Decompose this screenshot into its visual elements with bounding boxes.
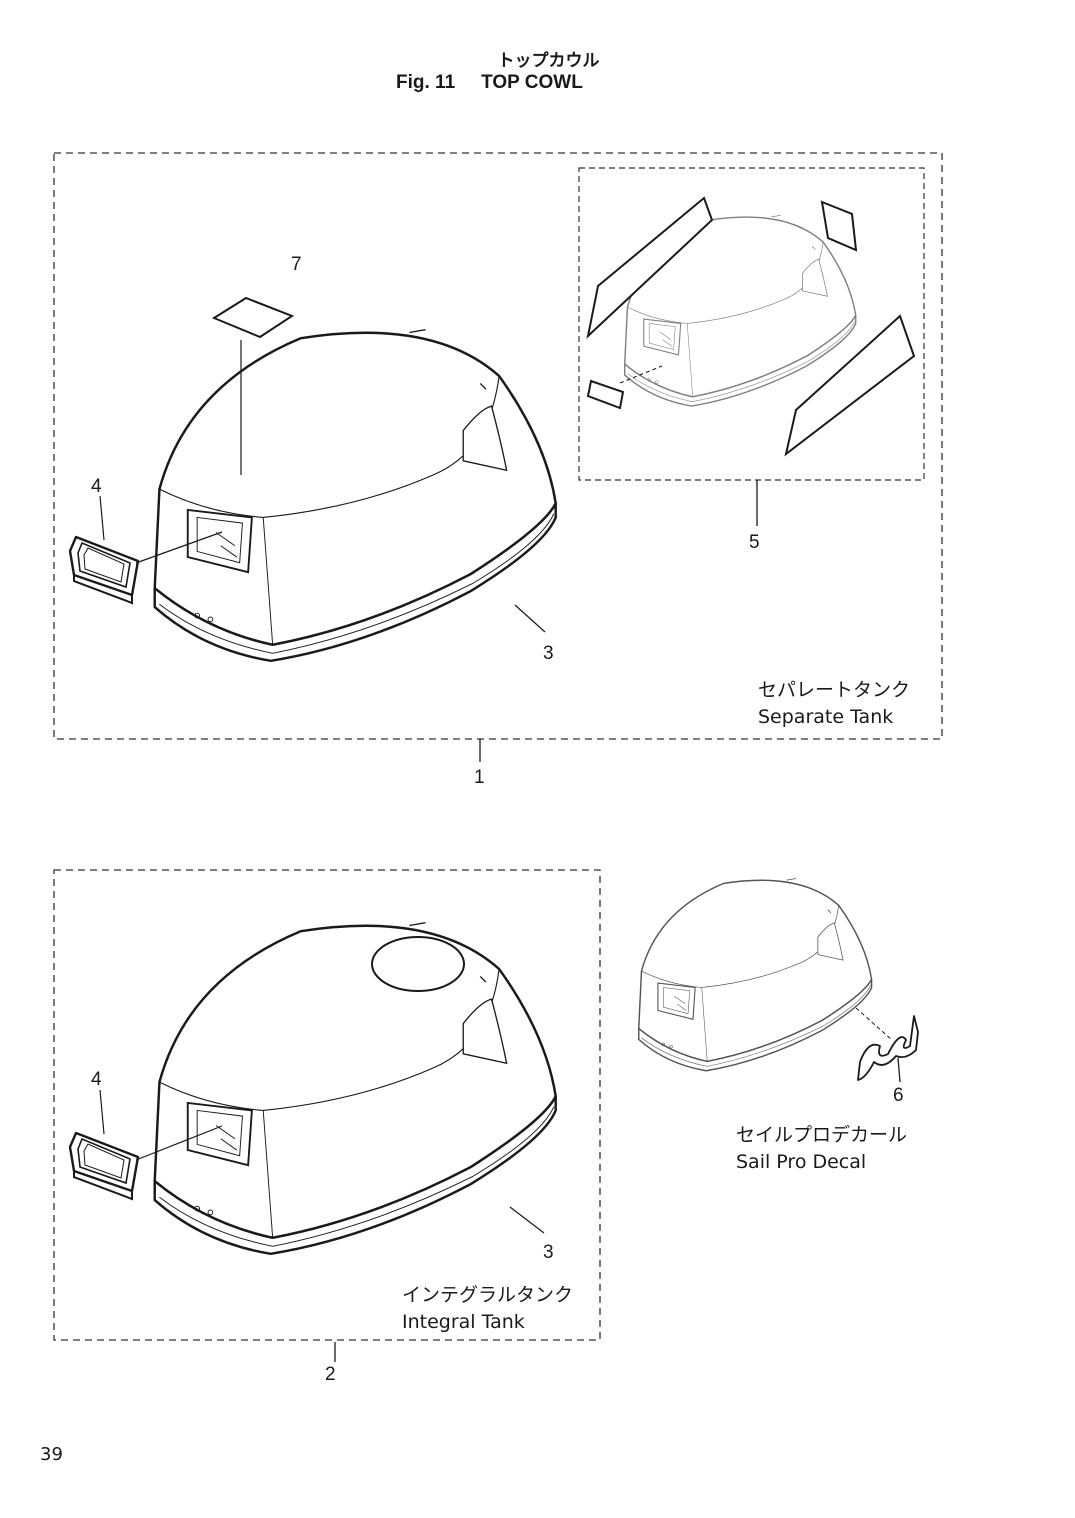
caption-integral-tank-jp: インテグラルタンク [402,1284,574,1306]
callout-1: 1 [474,767,485,788]
callout-4-lower: 4 [91,1069,102,1090]
caption-integral-tank: インテグラルタンク Integral Tank [402,1282,573,1336]
decal-small-front [586,379,625,410]
leader-line-3-lower [509,1206,545,1234]
leader-line-3-upper [514,604,546,633]
figure-title-text: TOP COWL [481,72,583,93]
callout-5: 5 [749,532,760,553]
leader-line-decal-front [619,365,663,384]
separate-tank-frame [53,152,943,740]
callout-6: 6 [893,1085,904,1106]
figure-title-japanese: トップカウル [497,51,600,71]
caption-separate-tank-jp: セパレートタンク [758,679,911,701]
leader-line-decal-6 [855,1007,893,1041]
leader-line-4-upper [135,531,223,564]
part-7-label-sticker [211,296,295,339]
callout-7: 7 [291,254,302,275]
caption-separate-tank-en: Separate Tank [758,706,894,728]
decal-set-frame [578,167,925,481]
callout-4-upper: 4 [91,476,102,497]
caption-separate-tank: セパレートタンク Separate Tank [758,677,910,731]
caption-sail-pro-decal-jp: セイルプロデカール [736,1124,908,1146]
page-number: 39 [40,1444,63,1465]
top-cowl-separate-tank [153,328,557,663]
decal-reference-cowl-lower [638,877,873,1072]
caption-sail-pro-decal-en: Sail Pro Decal [736,1151,867,1173]
figure-title-english: Fig. 11 TOP COWL [396,72,583,94]
figure-number: Fig. 11 [396,72,456,93]
leader-line-4-lower-callout [99,1089,105,1135]
top-cowl-integral-tank [153,921,557,1256]
callout-2: 2 [325,1364,336,1385]
part-6-sail-pro-decal [857,1015,919,1081]
part-4-grommet-lower [68,1131,140,1201]
integral-tank-frame [53,869,601,1341]
leader-line-6 [897,1057,901,1083]
decal-small-top [820,200,858,252]
callout-3-lower: 3 [543,1242,554,1263]
callout-3-upper: 3 [543,643,554,664]
fuel-tank-cap-opening [371,936,465,992]
caption-sail-pro-decal: セイルプロデカール Sail Pro Decal [736,1122,907,1176]
leader-line-4-lower [135,1125,223,1161]
decal-strip-right [784,314,916,457]
leader-line-4-upper-callout [99,495,105,541]
decal-strip-left [586,196,714,339]
part-4-grommet-upper [68,535,140,605]
caption-integral-tank-en: Integral Tank [402,1311,525,1333]
